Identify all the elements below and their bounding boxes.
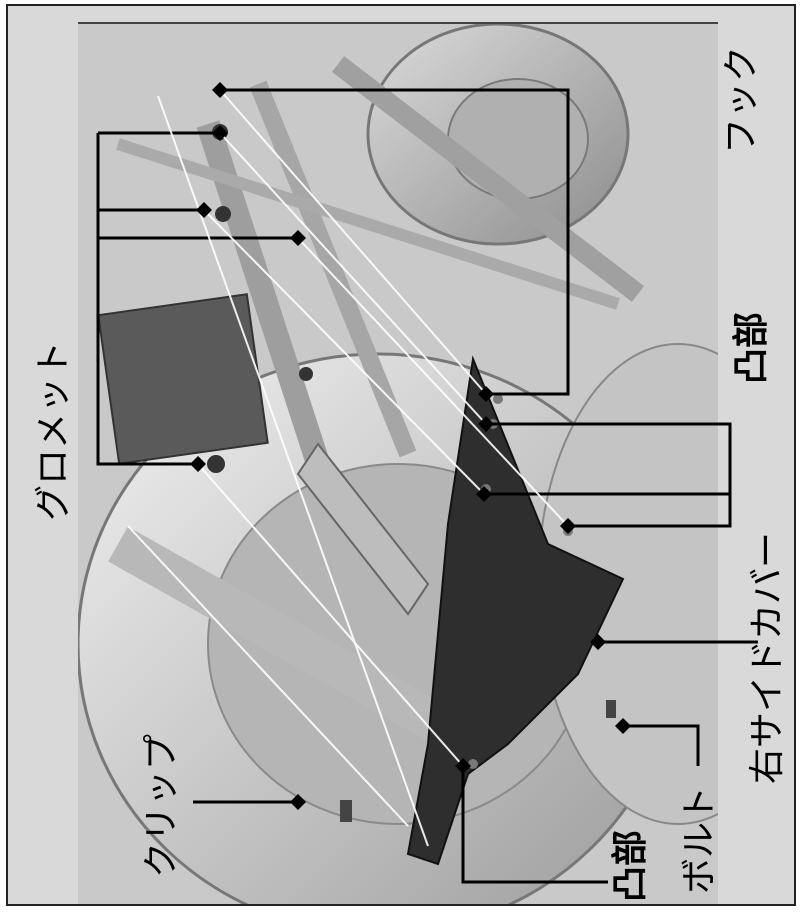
label-clip: クリップ [141, 733, 182, 878]
label-grommet: グロメット [33, 340, 74, 521]
label-boss-top: 凸部 [731, 311, 772, 384]
motorcycle-illustration [78, 22, 718, 904]
right-side-cover-shape [406, 355, 625, 866]
leader-lines [96, 82, 758, 884]
label-hook: フック [721, 45, 762, 154]
label-right-side-cover: 右サイドカバー [747, 531, 788, 784]
diagram-frame: フック グロメット 凸部 右サイドカバー ボルト 凸部 クリップ [6, 4, 796, 906]
label-bolt: ボルト [679, 785, 720, 894]
label-boss-bottom: 凸部 [610, 829, 651, 902]
